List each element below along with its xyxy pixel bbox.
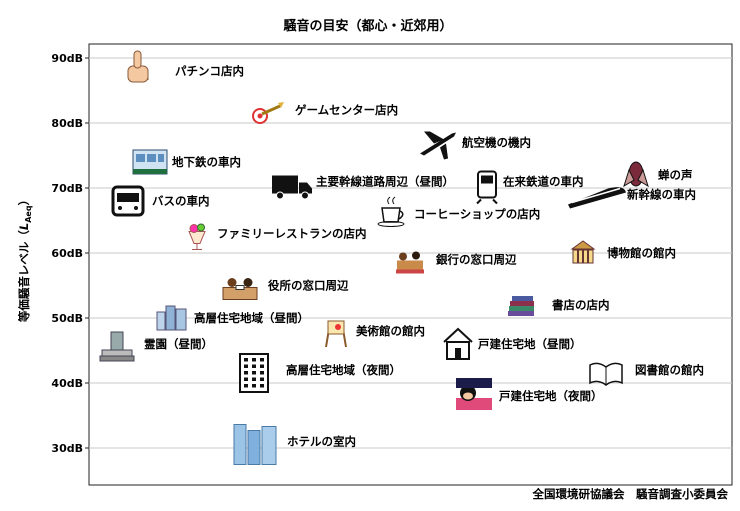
shinkansen-icon (568, 187, 626, 209)
data-point-label: ホテルの室内 (287, 435, 356, 449)
apartment-icon (239, 353, 269, 393)
source-credit: 全国環境研協議会 騒音調査小委員会 (532, 487, 729, 501)
thumbs-up-icon (127, 50, 149, 83)
chart-title: 騒音の目安（都心・近郊用） (282, 18, 452, 34)
y-tick-label: 90dB (51, 52, 83, 65)
parfait-icon (188, 223, 206, 250)
grave-icon (99, 331, 135, 362)
house-icon (443, 327, 473, 360)
data-point-label: 地下鉄の車内 (172, 155, 241, 169)
dart-icon (252, 102, 284, 124)
truck-icon (272, 175, 312, 200)
data-point-label: パチンコ店内 (175, 64, 244, 78)
coffee-cup-icon (377, 196, 405, 227)
data-point-label: コーヒーショップの店内 (414, 207, 540, 221)
data-point: 図書館の館内 (589, 362, 704, 386)
data-point-label: 役所の窓口周辺 (268, 279, 349, 293)
y-axis-label: 等価騒音レベル（LAeq） (17, 194, 33, 323)
data-point-label: 新幹線の車内 (627, 188, 696, 202)
data-point: 高層住宅地域（昼間） (156, 305, 309, 331)
y-axis-label-close: ） (17, 194, 31, 206)
data-point: 戸建住宅地（夜間） (456, 378, 603, 410)
data-point: パチンコ店内 (127, 50, 244, 83)
books-icon (508, 296, 534, 316)
data-point: ゲームセンター店内 (252, 102, 398, 124)
highrise-icon (156, 305, 187, 331)
data-point-label: 書店の店内 (552, 298, 610, 312)
data-point-label: 戸建住宅地（夜間） (499, 389, 603, 403)
data-point-label: 図書館の館内 (635, 363, 704, 377)
data-point: ホテルの室内 (233, 424, 356, 465)
airplane-icon (420, 131, 456, 160)
data-point: 美術館の館内 (325, 320, 425, 348)
data-point: 博物館の館内 (570, 240, 676, 264)
bank-counter-icon (396, 251, 424, 274)
y-axis-label-subscript: Aeq (24, 205, 33, 223)
easel-icon (325, 320, 347, 348)
data-point: 航空機の機内 (420, 131, 531, 160)
y-axis-label-symbol: L (17, 223, 31, 230)
data-point-label: 在来鉄道の車内 (503, 175, 584, 189)
data-point: 在来鉄道の車内 (476, 170, 584, 205)
data-point-label: バスの車内 (152, 194, 210, 208)
sleeping-icon (456, 378, 492, 410)
data-point: 地下鉄の車内 (132, 149, 241, 175)
data-point-label: 高層住宅地域（夜間） (286, 363, 401, 377)
y-tick-label: 40dB (51, 377, 83, 390)
data-point-label: 航空機の機内 (462, 136, 531, 150)
museum-icon (570, 240, 596, 264)
data-point: 蝉の声 (623, 161, 693, 188)
data-point-label: 美術館の館内 (356, 324, 425, 338)
train-icon (476, 170, 498, 205)
data-point: 銀行の窓口周辺 (396, 251, 517, 274)
data-point: 役所の窓口周辺 (222, 278, 349, 300)
data-point: 書店の店内 (508, 296, 610, 316)
cicada-icon (623, 161, 649, 188)
data-point-label: ファミリーレストランの店内 (217, 227, 367, 241)
office-counter-icon (222, 278, 258, 300)
y-axis-label-main: 等価騒音レベル（ (17, 230, 31, 323)
plot-area (88, 43, 733, 486)
hotel-icon (233, 424, 277, 465)
data-point-label: 戸建住宅地（昼間） (478, 337, 582, 351)
data-point: ファミリーレストランの店内 (188, 223, 367, 250)
data-point-label: 高層住宅地域（昼間） (194, 311, 309, 325)
subway-icon (132, 149, 168, 175)
y-tick-label: 70dB (51, 182, 83, 195)
y-tick-label: 50dB (51, 312, 83, 325)
data-point-label: 蝉の声 (658, 168, 693, 182)
data-point: 高層住宅地域（夜間） (239, 353, 401, 393)
y-tick-label: 30dB (51, 442, 83, 455)
data-point: バスの車内 (111, 185, 210, 217)
data-point-label: ゲームセンター店内 (295, 103, 398, 117)
data-point: 霊園（昼間） (99, 331, 213, 362)
data-point: コーヒーショップの店内 (377, 196, 540, 227)
data-point-label: 霊園（昼間） (144, 337, 213, 351)
data-point: 新幹線の車内 (568, 187, 696, 209)
data-point-label: 銀行の窓口周辺 (436, 253, 517, 267)
data-point: 戸建住宅地（昼間） (443, 327, 582, 360)
grid-lines (89, 57, 732, 449)
open-book-icon (589, 362, 623, 386)
data-point-label: 主要幹線道路周辺（昼間） (316, 175, 454, 189)
y-tick-label: 80dB (51, 117, 83, 130)
data-point-label: 博物館の館内 (607, 246, 676, 260)
data-point: 主要幹線道路周辺（昼間） (272, 175, 454, 200)
y-tick-label: 60dB (51, 247, 83, 260)
y-axis-ticks: 90dB 80dB 70dB 60dB 50dB 40dB 30dB (51, 52, 89, 455)
bus-icon (111, 185, 145, 217)
